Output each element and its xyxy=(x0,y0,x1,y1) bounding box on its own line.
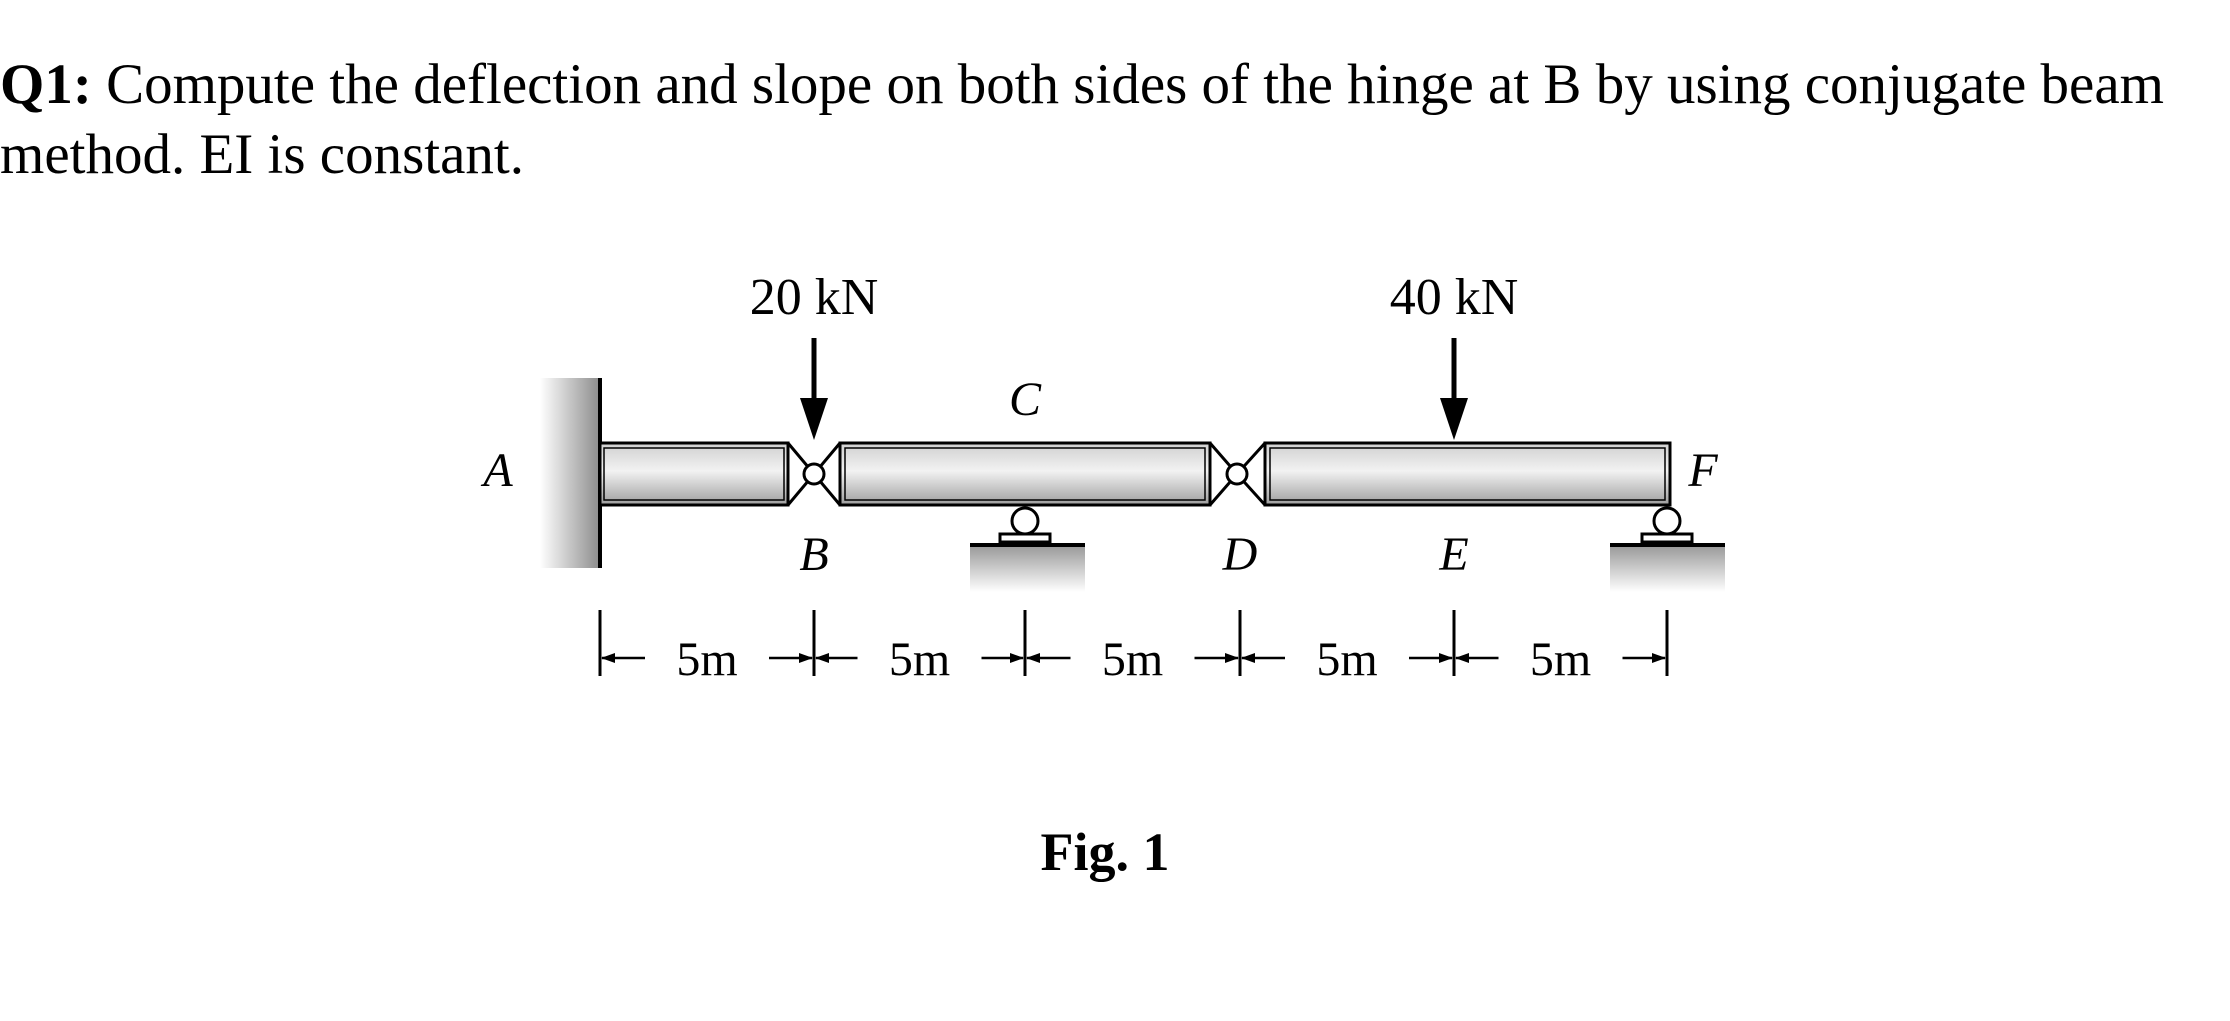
load-label-B: 20 kN xyxy=(750,269,879,326)
span-label: 5m xyxy=(889,633,950,686)
span-label: 5m xyxy=(1530,633,1591,686)
beam-segment-BD xyxy=(838,441,1212,507)
question-text: Q1: Compute the deflection and slope on … xyxy=(0,50,2225,190)
roller-support-F xyxy=(1610,506,1725,592)
hinge-D xyxy=(1208,441,1267,507)
load-arrow-B xyxy=(800,338,828,440)
point-label-A: A xyxy=(480,444,513,497)
point-label-F: F xyxy=(1687,444,1718,497)
span-dimensions: 5m 5m 5m 5m 5m xyxy=(598,610,1669,686)
point-label-D: D xyxy=(1222,528,1258,581)
point-label-B: B xyxy=(799,528,828,581)
roller-support-C xyxy=(970,506,1085,592)
span-label: 5m xyxy=(1316,633,1377,686)
figure-caption: Fig. 1 xyxy=(1041,822,1170,882)
point-label-C: C xyxy=(1009,373,1042,426)
question-number: Q1: xyxy=(0,53,92,116)
span-label: 5m xyxy=(676,633,737,686)
hinge-B xyxy=(786,442,842,506)
load-label-E: 40 kN xyxy=(1390,269,1519,326)
span-label: 5m xyxy=(1102,633,1163,686)
fixed-support-A xyxy=(540,378,602,568)
question-body: Compute the deflection and slope on both… xyxy=(0,53,2164,186)
beam-segment-AB xyxy=(598,441,790,507)
beam-segment-DF xyxy=(1263,441,1672,507)
load-arrow-E xyxy=(1440,338,1468,440)
point-label-E: E xyxy=(1438,528,1468,581)
